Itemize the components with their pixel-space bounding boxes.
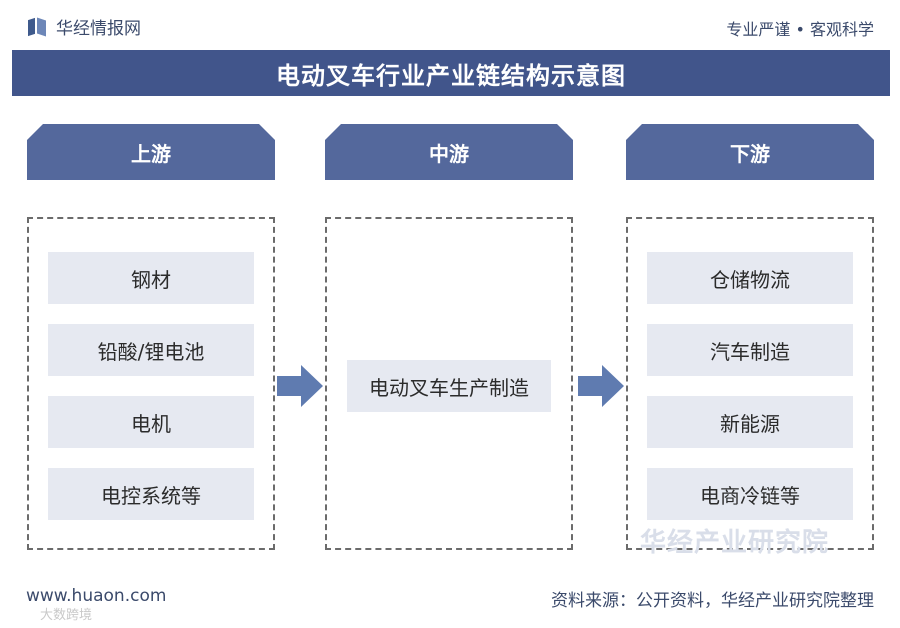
stage-header-midstream: 中游 [325, 124, 573, 180]
brand: 华经情报网 [28, 14, 141, 39]
downstream-item: 汽车制造 [647, 324, 853, 376]
slogan: 专业严谨 • 客观科学 [726, 20, 874, 39]
downstream-item: 新能源 [647, 396, 853, 448]
upstream-box [27, 217, 275, 550]
site-url: www.huaon.com [26, 586, 167, 606]
midstream-item: 电动叉车生产制造 [347, 360, 551, 412]
brand-name: 华经情报网 [56, 19, 141, 39]
arrow-right-icon [277, 365, 323, 407]
brand-logo-icon [28, 17, 48, 37]
arrow-shape [277, 365, 323, 407]
upstream-item: 铅酸/锂电池 [48, 324, 254, 376]
downstream-item: 电商冷链等 [647, 468, 853, 520]
diagram-title: 电动叉车行业产业链结构示意图 [12, 50, 890, 96]
downstream-item: 仓储物流 [647, 252, 853, 304]
upstream-item: 电机 [48, 396, 254, 448]
arrow-right-icon [578, 365, 624, 407]
source-note: 资料来源：公开资料，华经产业研究院整理 [551, 591, 874, 611]
upstream-item: 电控系统等 [48, 468, 254, 520]
watermark: 华经产业研究院 [640, 528, 830, 558]
arrow-shape [578, 365, 624, 407]
stage-header-downstream: 下游 [626, 124, 874, 180]
footer-mark: 大数跨境 [40, 608, 93, 623]
upstream-item: 钢材 [48, 252, 254, 304]
midstream-box [325, 217, 573, 550]
downstream-box [626, 217, 874, 550]
stage-header-upstream: 上游 [27, 124, 275, 180]
